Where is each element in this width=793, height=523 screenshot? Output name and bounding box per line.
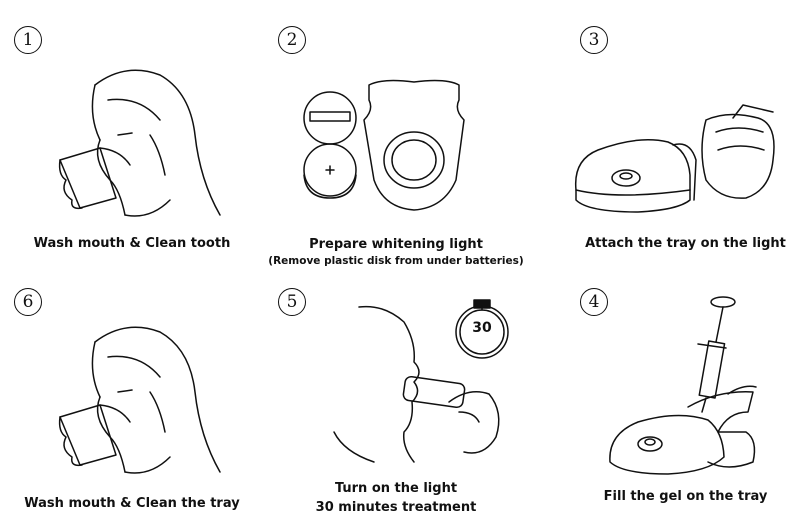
woman-drinking-icon	[58, 326, 221, 474]
step-caption: Attach the tray on the light	[585, 236, 786, 251]
step-number: 5	[278, 288, 306, 316]
step-3-panel: 3 Attach the tray on the light	[528, 0, 793, 261]
step-5-panel: 5 30 Turn on the light 30 minutes treatm…	[264, 262, 528, 523]
light-with-tray-icon	[574, 104, 775, 213]
step-number: 3	[580, 26, 608, 54]
syringe-gel-icon	[609, 296, 757, 475]
step-number: 1	[14, 26, 42, 54]
step-caption: Prepare whitening light	[309, 237, 483, 252]
step-caption: Wash mouth & Clean the tray	[24, 496, 240, 511]
step-number: 4	[580, 288, 608, 316]
step-caption-line2: 30 minutes treatment	[315, 500, 477, 515]
step-caption: Wash mouth & Clean tooth	[33, 236, 231, 251]
whitening-light-icon	[303, 79, 465, 211]
step-caption: Fill the gel on the tray	[603, 489, 768, 504]
step-4-panel: 4 Fill the gel on the tray	[528, 262, 793, 523]
mouth-with-light-icon	[333, 299, 509, 463]
woman-drinking-icon	[58, 69, 221, 217]
step-number: 2	[278, 26, 306, 54]
timer-value: 30	[472, 320, 492, 336]
step-6-panel: 6 Wash mouth & Clean the tray	[0, 262, 264, 523]
step-2-panel: 2 Prepare whitening light (Remove plasti…	[264, 0, 528, 267]
step-1-panel: 1 Wash mouth & Clean tooth	[0, 0, 264, 261]
step-subcaption: (Remove plastic disk from under batterie…	[268, 255, 524, 267]
step-number: 6	[14, 288, 42, 316]
step-caption-line1: Turn on the light	[334, 481, 458, 496]
